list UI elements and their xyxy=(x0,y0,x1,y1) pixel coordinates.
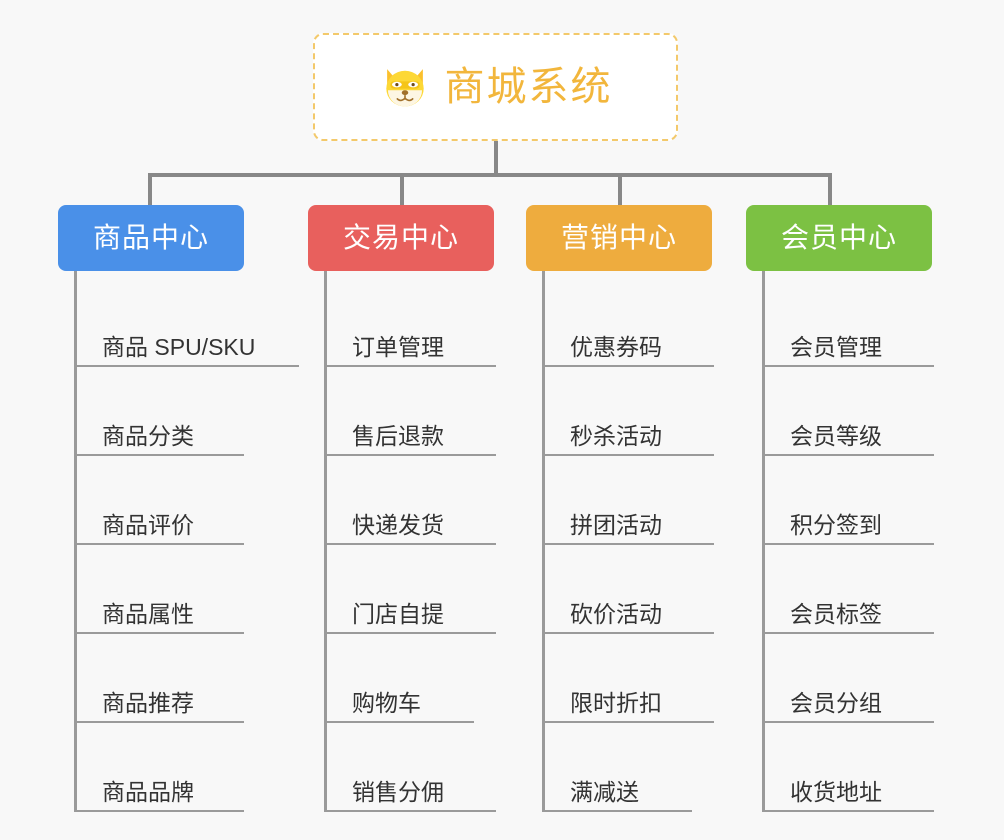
list-item-label: 商品品牌 xyxy=(102,778,194,805)
branch-trade-center: 交易中心 订单管理 售后退款 快递发货 门店自提 购物车 销售分佣 xyxy=(308,205,508,812)
list-item[interactable]: 会员分组 xyxy=(762,634,946,723)
category-header-member-center[interactable]: 会员中心 xyxy=(746,205,932,271)
list-item-label: 快递发货 xyxy=(352,511,444,538)
list-item[interactable]: 拼团活动 xyxy=(542,456,726,545)
list-item-label: 商品推荐 xyxy=(102,689,194,716)
branch-member-center: 会员中心 会员管理 会员等级 积分签到 会员标签 会员分组 收货地址 xyxy=(746,205,946,812)
list-item[interactable]: 会员等级 xyxy=(762,367,946,456)
list-item[interactable]: 销售分佣 xyxy=(324,723,508,812)
category-header-trade-center[interactable]: 交易中心 xyxy=(308,205,494,271)
list-item[interactable]: 商品推荐 xyxy=(74,634,303,723)
list-item[interactable]: 砍价活动 xyxy=(542,545,726,634)
connector-drop-3 xyxy=(618,173,622,205)
list-item[interactable]: 优惠券码 xyxy=(542,278,726,367)
root-node-label: 商城系统 xyxy=(444,65,613,109)
list-item-label: 优惠券码 xyxy=(570,333,662,360)
child-list-product-center: 商品 SPU/SKU 商品分类 商品评价 商品属性 商品推荐 商品品牌 xyxy=(74,271,303,812)
list-item-label: 销售分佣 xyxy=(352,778,444,805)
connector-horizontal-bus xyxy=(148,173,832,177)
connector-drop-2 xyxy=(400,173,404,205)
category-label: 商品中心 xyxy=(92,222,209,253)
list-item-label: 会员管理 xyxy=(790,333,882,360)
child-list-trade-center: 订单管理 售后退款 快递发货 门店自提 购物车 销售分佣 xyxy=(324,271,508,812)
list-item[interactable]: 售后退款 xyxy=(324,367,508,456)
category-header-marketing-center[interactable]: 营销中心 xyxy=(526,205,712,271)
connector-root-stem xyxy=(494,141,498,177)
list-item[interactable]: 商品品牌 xyxy=(74,723,303,812)
list-item[interactable]: 商品 SPU/SKU xyxy=(74,278,303,367)
list-item[interactable]: 快递发货 xyxy=(324,456,508,545)
list-item-label: 商品 SPU/SKU xyxy=(102,333,256,360)
list-item-label: 秒杀活动 xyxy=(570,422,662,449)
list-item[interactable]: 订单管理 xyxy=(324,278,508,367)
list-item-label: 积分签到 xyxy=(790,511,882,538)
connector-drop-1 xyxy=(148,173,152,205)
list-item-label: 订单管理 xyxy=(352,333,444,360)
list-item-label: 售后退款 xyxy=(352,422,444,449)
branch-product-center: 商品中心 商品 SPU/SKU 商品分类 商品评价 商品属性 商品推荐 商品品牌 xyxy=(58,205,303,812)
list-item-label: 商品分类 xyxy=(102,422,194,449)
category-label: 会员中心 xyxy=(780,222,897,253)
list-item-label: 门店自提 xyxy=(352,600,444,627)
list-item-label: 商品属性 xyxy=(102,600,194,627)
list-item[interactable]: 购物车 xyxy=(324,634,508,723)
list-item-label: 会员分组 xyxy=(790,689,882,716)
list-item[interactable]: 限时折扣 xyxy=(542,634,726,723)
list-item[interactable]: 收货地址 xyxy=(762,723,946,812)
list-item-label: 会员标签 xyxy=(790,600,882,627)
list-item-label: 砍价活动 xyxy=(570,600,662,627)
child-list-marketing-center: 优惠券码 秒杀活动 拼团活动 砍价活动 限时折扣 满减送 xyxy=(542,271,726,812)
category-label: 交易中心 xyxy=(342,222,459,253)
list-item-label: 限时折扣 xyxy=(570,689,662,716)
list-item[interactable]: 商品属性 xyxy=(74,545,303,634)
category-header-product-center[interactable]: 商品中心 xyxy=(58,205,244,271)
dog-face-icon xyxy=(385,69,424,109)
list-item[interactable]: 积分签到 xyxy=(762,456,946,545)
list-item[interactable]: 商品评价 xyxy=(74,456,303,545)
list-item-label: 购物车 xyxy=(352,689,421,716)
list-item[interactable]: 会员标签 xyxy=(762,545,946,634)
list-item-label: 拼团活动 xyxy=(570,511,662,538)
list-item[interactable]: 门店自提 xyxy=(324,545,508,634)
list-item[interactable]: 会员管理 xyxy=(762,278,946,367)
list-item[interactable]: 满减送 xyxy=(542,723,726,812)
list-item-label: 收货地址 xyxy=(790,778,882,805)
branch-marketing-center: 营销中心 优惠券码 秒杀活动 拼团活动 砍价活动 限时折扣 满减送 xyxy=(526,205,726,812)
list-item-label: 商品评价 xyxy=(102,511,194,538)
list-item-label: 会员等级 xyxy=(790,422,882,449)
child-list-member-center: 会员管理 会员等级 积分签到 会员标签 会员分组 收货地址 xyxy=(762,271,946,812)
root-node[interactable]: 商城系统 xyxy=(313,33,678,141)
list-item[interactable]: 秒杀活动 xyxy=(542,367,726,456)
list-item[interactable]: 商品分类 xyxy=(74,367,303,456)
category-label: 营销中心 xyxy=(560,222,677,253)
list-item-label: 满减送 xyxy=(570,778,639,805)
connector-drop-4 xyxy=(828,173,832,205)
